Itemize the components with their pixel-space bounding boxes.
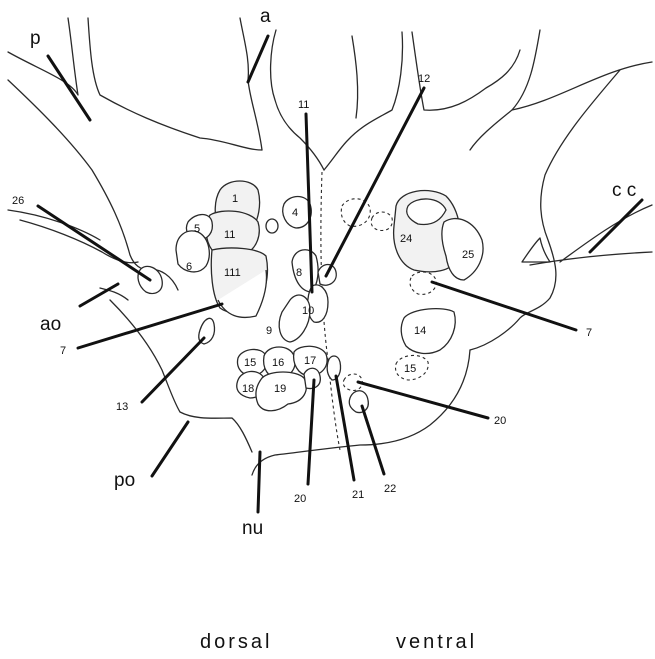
label-5: 5 — [194, 223, 200, 235]
label-7-right: 7 — [586, 327, 592, 339]
label-12: 12 — [418, 73, 430, 85]
label-22: 22 — [384, 483, 396, 495]
leader-21 — [336, 376, 354, 480]
label-15-right: 15 — [404, 363, 416, 375]
label-9: 9 — [266, 325, 272, 337]
outline-top-centre-right — [324, 30, 540, 170]
nucleus-small-dot — [266, 219, 278, 233]
outline-right-inner — [352, 36, 358, 118]
leader-nu — [258, 452, 260, 512]
label-ventral: ventral — [396, 631, 477, 653]
label-1: 1 — [232, 193, 238, 205]
label-20-right: 20 — [494, 415, 506, 427]
outline-left-lower-2 — [100, 288, 128, 300]
nucleus-6 — [176, 231, 209, 272]
label-18: 18 — [242, 383, 254, 395]
label-dorsal: dorsal — [200, 631, 272, 653]
label-6: 6 — [186, 261, 192, 273]
label-7-left: 7 — [60, 345, 66, 357]
label-20-bottom: 20 — [294, 493, 306, 505]
nuclei-right — [341, 191, 483, 413]
outline-top-left-lobe — [8, 18, 262, 150]
nucleus-20-left — [304, 368, 320, 388]
label-10: 10 — [302, 305, 314, 317]
outline-left-inner-fold-2 — [8, 210, 100, 240]
label-11-inner: 11 — [224, 229, 235, 241]
label-17: 17 — [304, 355, 316, 367]
label-11-top: 11 — [298, 99, 309, 111]
leader-po — [152, 422, 188, 476]
leader-20-bottom — [308, 380, 314, 484]
leader-13 — [142, 338, 204, 402]
leader-26 — [38, 206, 150, 280]
label-nu: nu — [242, 518, 263, 539]
label-4: 4 — [292, 207, 298, 219]
label-26: 26 — [12, 195, 24, 207]
outline-top-centre-branch — [240, 18, 324, 170]
label-8: 8 — [296, 267, 302, 279]
outline-right-side-branch — [530, 205, 652, 265]
leader-lines — [38, 36, 642, 512]
leader-p — [48, 56, 90, 120]
label-21: 21 — [352, 489, 364, 501]
nucleus-dashed-upper-1 — [341, 199, 370, 227]
label-a: a — [260, 6, 271, 27]
label-po: po — [114, 470, 135, 491]
outline-left-lower — [110, 300, 252, 452]
nuclei-lower — [237, 346, 341, 411]
leader-cc — [590, 200, 642, 252]
outline-right-lobe — [470, 62, 652, 350]
nucleus-dashed-upper-2 — [371, 212, 392, 231]
nucleus-14 — [401, 309, 455, 354]
label-15-left: 15 — [244, 357, 256, 369]
label-14: 14 — [414, 325, 426, 337]
label-25: 25 — [462, 249, 474, 261]
label-cc: c c — [612, 180, 636, 201]
nucleus-21 — [327, 356, 340, 380]
outline-left-edge — [8, 80, 178, 290]
label-111: 111 — [224, 267, 241, 279]
leader-22 — [362, 406, 384, 474]
section-outlines — [8, 18, 652, 475]
label-24: 24 — [400, 233, 412, 245]
label-19: 19 — [274, 383, 286, 395]
nucleus-22 — [349, 391, 368, 413]
footer-labels: dorsal ventral — [200, 631, 477, 653]
label-13: 13 — [116, 401, 128, 413]
label-ao: ao — [40, 314, 61, 335]
label-p: p — [30, 28, 41, 49]
leader-20-right — [358, 382, 488, 418]
label-16: 16 — [272, 357, 284, 369]
nucleus-9 — [279, 295, 310, 342]
leader-a — [248, 36, 268, 82]
outline-right-cleft — [522, 238, 550, 262]
